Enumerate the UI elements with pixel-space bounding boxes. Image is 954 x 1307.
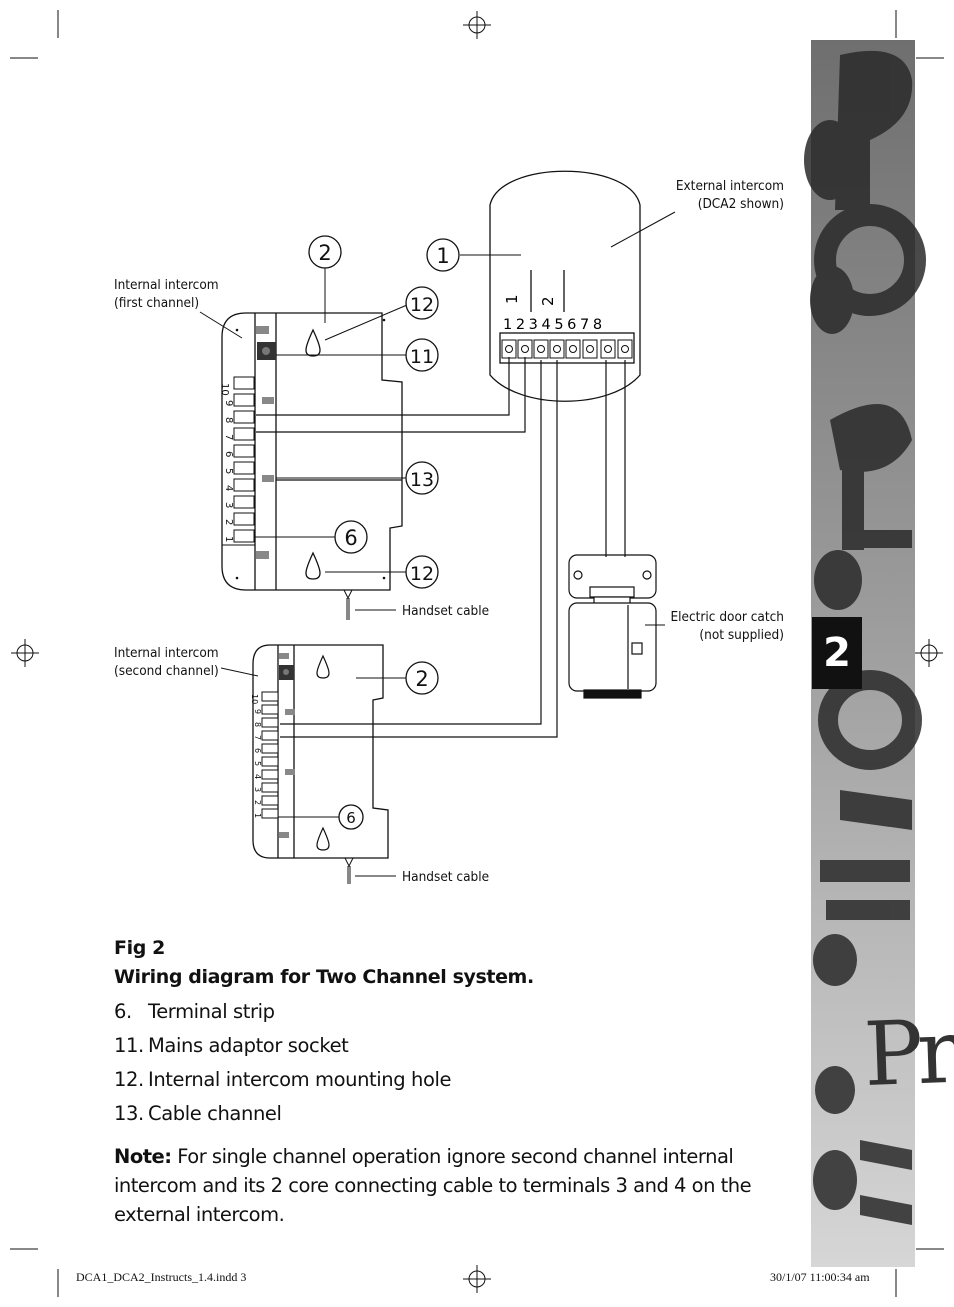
handset-cable-label-2: Handset cable xyxy=(402,869,490,885)
figure-caption: Fig 2 Wiring diagram for Two Channel sys… xyxy=(114,934,534,992)
callout-1: 1 xyxy=(436,244,449,268)
internal-second-label: Internal intercom (second channel) xyxy=(114,645,219,679)
svg-text:6: 6 xyxy=(253,748,262,753)
svg-text:6: 6 xyxy=(223,451,234,457)
external-terminal-blocks xyxy=(501,339,633,359)
handset-cable-1 xyxy=(343,589,353,620)
callout-2-second: 2 xyxy=(415,667,428,691)
callout-6-first: 6 xyxy=(344,526,357,550)
crop-marks xyxy=(10,10,944,1297)
svg-text:3: 3 xyxy=(223,502,234,508)
svg-text:8: 8 xyxy=(253,722,262,727)
external-intercom-label: External intercom (DCA2 shown) xyxy=(675,178,784,212)
registration-mark-top xyxy=(463,11,491,39)
external-terminal-numbers: 1 2 3 4 5 6 7 8 xyxy=(503,317,602,333)
legend-item: 11.Mains adaptor socket xyxy=(114,1034,349,1057)
note-label: Note: xyxy=(114,1145,172,1168)
registration-mark-left xyxy=(11,639,39,667)
mounting-hole-second-top xyxy=(316,654,330,679)
legend-item: 12.Internal intercom mounting hole xyxy=(114,1068,452,1091)
external-channel-2-label: 2 xyxy=(539,296,557,306)
internal-first-terminal-strip xyxy=(233,376,255,543)
internal-first-terminal-numbers: 10 9 8 7 6 5 4 3 2 1 xyxy=(219,383,234,542)
internal-second-grey-pads xyxy=(279,653,295,838)
svg-text:4: 4 xyxy=(253,774,262,779)
svg-text:8: 8 xyxy=(223,417,234,423)
svg-text:2: 2 xyxy=(223,519,234,525)
footer-file: DCA1_DCA2_Instructs_1.4.indd 3 xyxy=(76,1270,247,1284)
internal-second-terminal-numbers: 10 9 8 7 6 5 4 3 2 1 xyxy=(250,694,262,818)
note-paragraph: Note: For single channel operation ignor… xyxy=(114,1142,774,1229)
svg-text:10: 10 xyxy=(219,383,230,396)
figure-subtitle: Wiring diagram for Two Channel system. xyxy=(114,966,534,988)
svg-text:Pro: Pro xyxy=(862,998,954,1106)
chapter-tab: 2 xyxy=(812,617,862,689)
handset-cable-label-1: Handset cable xyxy=(402,603,490,619)
callout-13: 13 xyxy=(410,469,434,491)
callout-11: 11 xyxy=(410,346,434,368)
internal-second-terminal-strip xyxy=(261,691,279,819)
mounting-hole-first-top xyxy=(305,328,321,357)
svg-text:1: 1 xyxy=(253,813,262,818)
callout-12-bottom: 12 xyxy=(410,563,434,585)
callout-2-first: 2 xyxy=(318,241,331,265)
legend-item: 6.Terminal strip xyxy=(114,1000,275,1023)
registration-mark-bottom xyxy=(463,1265,491,1293)
legend-list: 6.Terminal strip 11.Mains adaptor socket… xyxy=(114,1000,452,1136)
svg-text:9: 9 xyxy=(223,400,234,406)
legend-item: 13.Cable channel xyxy=(114,1102,282,1125)
internal-first-label: Internal intercom (first channel) xyxy=(114,277,219,311)
svg-text:2: 2 xyxy=(253,800,262,805)
svg-text:4: 4 xyxy=(223,485,234,491)
external-terminal-screws xyxy=(505,345,629,353)
figure-title: Fig 2 xyxy=(114,937,165,959)
callout-circles xyxy=(308,235,460,830)
callout-12-top: 12 xyxy=(410,294,434,316)
svg-text:7: 7 xyxy=(223,434,234,440)
wires xyxy=(256,357,626,738)
svg-text:5: 5 xyxy=(253,761,262,766)
mounting-hole-first-bottom xyxy=(305,551,321,580)
door-catch-label: Electric door catch (not supplied) xyxy=(670,609,784,643)
registration-mark-right xyxy=(915,639,943,667)
svg-text:10: 10 xyxy=(250,694,259,704)
svg-text:9: 9 xyxy=(253,709,262,714)
callout-leaders xyxy=(199,211,676,877)
callout-6-second: 6 xyxy=(346,809,356,827)
svg-text:1: 1 xyxy=(223,536,234,542)
callout-numbers: 1 2 12 11 13 6 12 2 6 xyxy=(318,241,449,827)
svg-text:5: 5 xyxy=(223,468,234,474)
internal-first-grey-pads xyxy=(256,326,274,559)
external-intercom xyxy=(489,170,641,402)
external-channel-1-label: 1 xyxy=(503,294,521,304)
svg-text:3: 3 xyxy=(253,787,262,792)
internal-intercom-second xyxy=(252,644,389,859)
svg-text:7: 7 xyxy=(253,735,262,740)
electric-door-catch xyxy=(568,554,657,699)
mounting-hole-second-bottom xyxy=(316,826,330,851)
note-text: For single channel operation ignore seco… xyxy=(114,1145,752,1226)
handset-cable-2 xyxy=(344,857,354,884)
footer-timestamp: 30/1/07 11:00:34 am xyxy=(770,1270,870,1284)
